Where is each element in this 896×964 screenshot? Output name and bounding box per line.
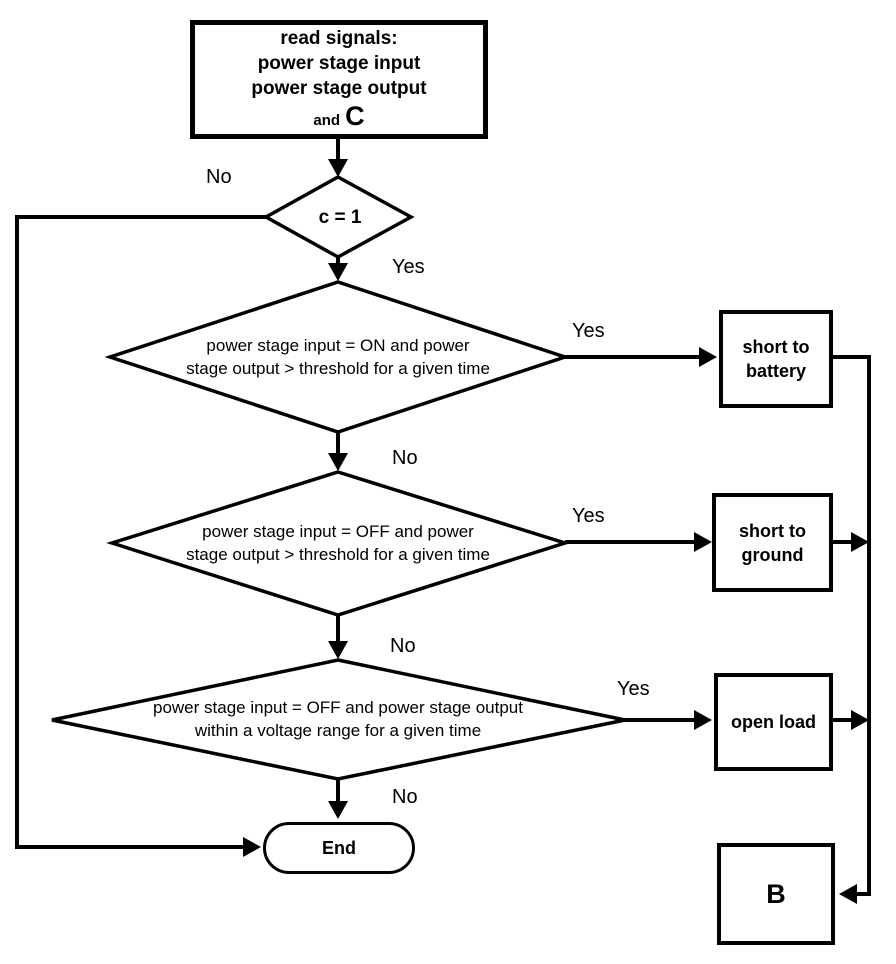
label-ground-no: No: [390, 635, 416, 657]
node-read-signals: read signals: power stage input power st…: [190, 20, 488, 139]
arrowhead-into-ground-box: [694, 532, 712, 552]
decision-open-load-line1: power stage input = OFF and power stage …: [153, 698, 523, 717]
arrowhead-openload-to-rail: [851, 710, 869, 730]
decision-short-to-ground-line2: stage output > threshold for a given tim…: [186, 545, 490, 564]
short-to-ground-line2: ground: [741, 544, 804, 565]
arrowhead-ground-to-rail: [851, 532, 869, 552]
label-ground-yes: Yes: [572, 505, 605, 527]
read-signals-line3: power stage output: [251, 78, 427, 99]
arrowhead-into-decision-openload: [328, 641, 348, 659]
arrowhead-into-openload-box: [694, 710, 712, 730]
label-openload-yes: Yes: [617, 678, 650, 700]
arrowhead-into-decision-battery: [328, 263, 348, 281]
decision-short-to-battery-shape: [104, 280, 571, 434]
node-short-to-ground: short to ground: [712, 493, 833, 592]
label-battery-no: No: [392, 447, 418, 469]
edge-battery-to-b: [831, 355, 871, 896]
decision-open-load-label: power stage input = OFF and power stage …: [93, 696, 583, 742]
open-load-label: open load: [731, 712, 816, 732]
decision-c-shape: [262, 175, 415, 259]
read-signals-line1: read signals:: [280, 28, 398, 49]
decision-short-to-ground-line1: power stage input = OFF and power: [202, 522, 474, 541]
node-short-to-battery: short to battery: [719, 310, 833, 408]
decision-short-to-battery-line2: stage output > threshold for a given tim…: [186, 359, 490, 378]
node-end: End: [263, 822, 415, 874]
decision-short-to-battery-label: power stage input = ON and power stage o…: [158, 334, 518, 380]
arrowhead-into-end-top: [328, 801, 348, 819]
label-openload-no: No: [392, 786, 418, 808]
edge-c-no-return: [15, 215, 266, 849]
decision-c-label: c = 1: [318, 207, 362, 228]
read-signals-line4: and C: [313, 103, 364, 133]
arrowhead-into-end-left: [243, 837, 261, 857]
decision-open-load-shape: [51, 658, 626, 781]
decision-open-load-line2: within a voltage range for a given time: [194, 721, 482, 740]
read-signals-line2: power stage input: [257, 53, 421, 74]
decision-short-to-ground-shape: [106, 470, 571, 617]
node-connector-b: B: [717, 843, 835, 945]
decision-short-to-battery-line1: power stage input = ON and power: [206, 336, 470, 355]
read-signals-c: C: [345, 101, 365, 131]
short-to-battery-line1: short to: [742, 337, 810, 357]
arrowhead-into-battery-box: [699, 347, 717, 367]
short-to-battery-line2: battery: [745, 361, 807, 381]
label-battery-yes: Yes: [572, 320, 605, 342]
label-c-no: No: [206, 166, 232, 188]
connector-b-label: B: [766, 879, 786, 909]
read-signals-and: and: [313, 112, 341, 129]
arrowhead-into-decision-ground: [328, 453, 348, 471]
node-open-load: open load: [714, 673, 833, 771]
decision-short-to-ground-label: power stage input = OFF and power stage …: [158, 520, 518, 566]
label-c-yes: Yes: [392, 256, 425, 278]
arrowhead-into-decision-c: [328, 159, 348, 177]
short-to-ground-line1: short to: [739, 520, 806, 541]
arrowhead-into-b-box: [839, 884, 857, 904]
end-label: End: [322, 838, 356, 858]
